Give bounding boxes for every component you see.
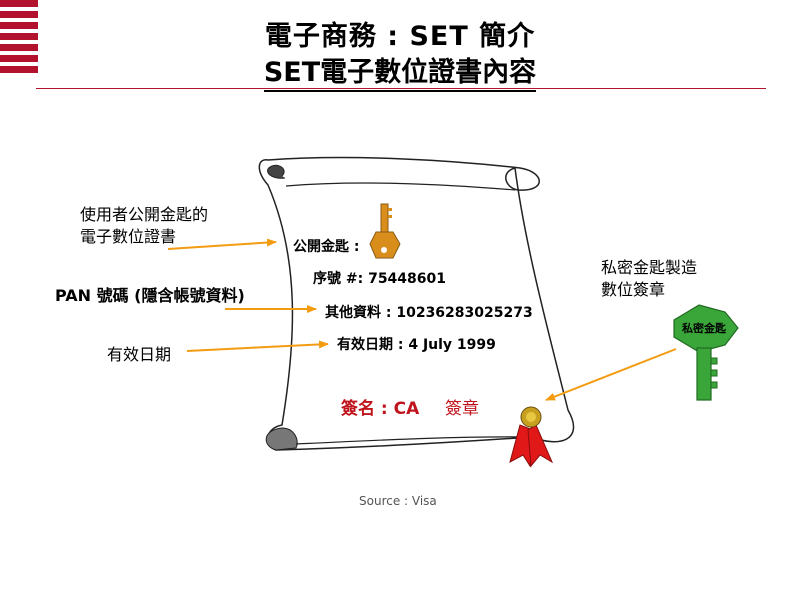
- page-subtitle: SET電子數位證書內容: [0, 50, 800, 92]
- title-divider: [36, 88, 766, 89]
- source-credit: Source : Visa: [359, 494, 437, 508]
- label-public-key-cert-line1: 使用者公開金匙的: [80, 205, 209, 224]
- page-title: 電子商務 : SET 簡介: [264, 21, 536, 52]
- arrow-public-key: [167, 238, 277, 250]
- cert-public-key-label: 公開金匙 :: [293, 239, 360, 255]
- public-key-icon: [369, 203, 401, 259]
- cert-other-info: 其他資料 : 10236283025273: [325, 305, 533, 321]
- certificate-scroll: [258, 156, 575, 451]
- label-pan: PAN 號碼 (隱含帳號資料): [55, 286, 245, 305]
- decorative-stripes: [0, 0, 38, 78]
- page-subtitle-text: SET電子數位證書內容: [263, 57, 537, 92]
- private-key-text: 私密金匙: [682, 322, 726, 335]
- cert-signature: 簽名 : CA: [341, 399, 420, 419]
- seal-ribbon-icon: [509, 406, 554, 468]
- private-key-icon: [673, 304, 739, 401]
- label-public-key-cert-line2: 電子數位證書: [80, 227, 177, 246]
- cert-seal-label: 簽章: [445, 399, 479, 419]
- cert-serial: 序號 #: 75448601: [313, 271, 447, 287]
- cert-expiry: 有效日期 : 4 July 1999: [337, 337, 496, 353]
- label-private-key-line1: 私密金匙製造: [601, 258, 698, 277]
- label-private-key-line2: 數位簽章: [601, 280, 666, 299]
- label-validity: 有效日期: [107, 345, 172, 364]
- arrow-private-key: [545, 348, 677, 401]
- arrow-validity: [186, 340, 329, 352]
